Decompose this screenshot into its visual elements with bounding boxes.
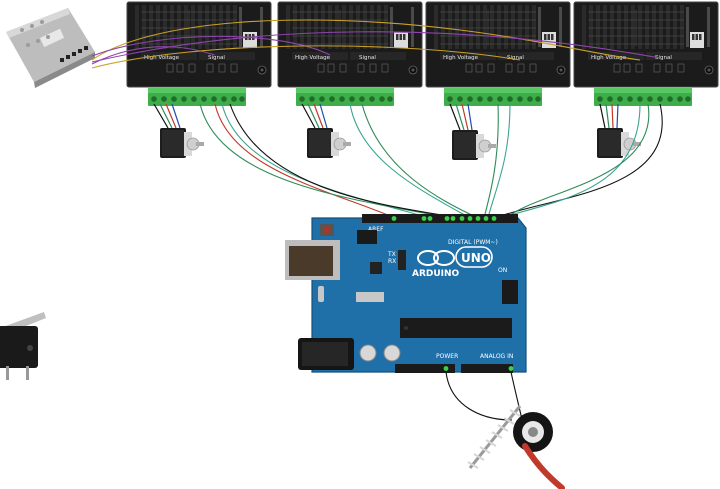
- power-wires: [91, 19, 661, 69]
- stepper-driver-1: High Voltage Signal: [126, 1, 272, 106]
- arduino-logo-icon: [417, 250, 455, 266]
- aref-label: AREF: [368, 226, 384, 233]
- driver-1-signal-label: Signal: [208, 55, 225, 61]
- driver-2-high-voltage-label: High Voltage: [295, 55, 331, 61]
- driver-4-signal-label: Signal: [655, 55, 672, 61]
- driver-4-terminal: [594, 88, 692, 106]
- uno-badge: [455, 246, 493, 268]
- spring-sensor: [467, 405, 522, 469]
- power-supply: [6, 8, 95, 88]
- driver-4-high-voltage-label: High Voltage: [591, 55, 627, 61]
- driver-1-terminal: [148, 88, 246, 106]
- stepper-motor-4: [596, 127, 642, 159]
- analog-header: [461, 364, 513, 373]
- signal-wires: [199, 103, 663, 219]
- power-header: [395, 364, 455, 373]
- model-label: UNO: [461, 251, 491, 265]
- stepper-motor-1: [159, 127, 205, 159]
- stepper-driver-4: High Voltage Signal: [573, 1, 719, 106]
- arduino-logo-text: ARDUINO: [412, 269, 460, 279]
- stepper-motor-2: [306, 127, 352, 159]
- on-label: ON: [498, 267, 507, 274]
- driver-2-signal-label: Signal: [359, 55, 376, 61]
- driver-3-terminal: [444, 88, 542, 106]
- atmega-chip: [400, 318, 512, 338]
- power-label: POWER: [436, 353, 458, 360]
- motor-leads: [153, 103, 619, 131]
- tx-label: TX: [387, 251, 396, 258]
- stepper-driver-3: High Voltage Signal: [425, 1, 571, 106]
- driver-2-terminal: [296, 88, 394, 106]
- rx-label: RX: [388, 258, 396, 265]
- digital-header: [362, 214, 518, 223]
- driver-1-high-voltage-label: High Voltage: [144, 55, 180, 61]
- stepper-driver-2: High Voltage Signal: [277, 1, 423, 106]
- analog-label: ANALOG IN: [480, 353, 513, 360]
- driver-3-high-voltage-label: High Voltage: [443, 55, 479, 61]
- digital-header-label: DIGITAL (PWM~): [448, 239, 498, 246]
- sensor-wires: [445, 371, 523, 421]
- driver-3-signal-label: Signal: [507, 55, 524, 61]
- arduino-uno: DIGITAL (PWM~) AREF TX RX ARDUINO UNO ON: [285, 214, 527, 373]
- potentiometer-sensor: [513, 412, 565, 489]
- stepper-motor-3: [451, 129, 497, 161]
- limit-switch: [0, 312, 46, 380]
